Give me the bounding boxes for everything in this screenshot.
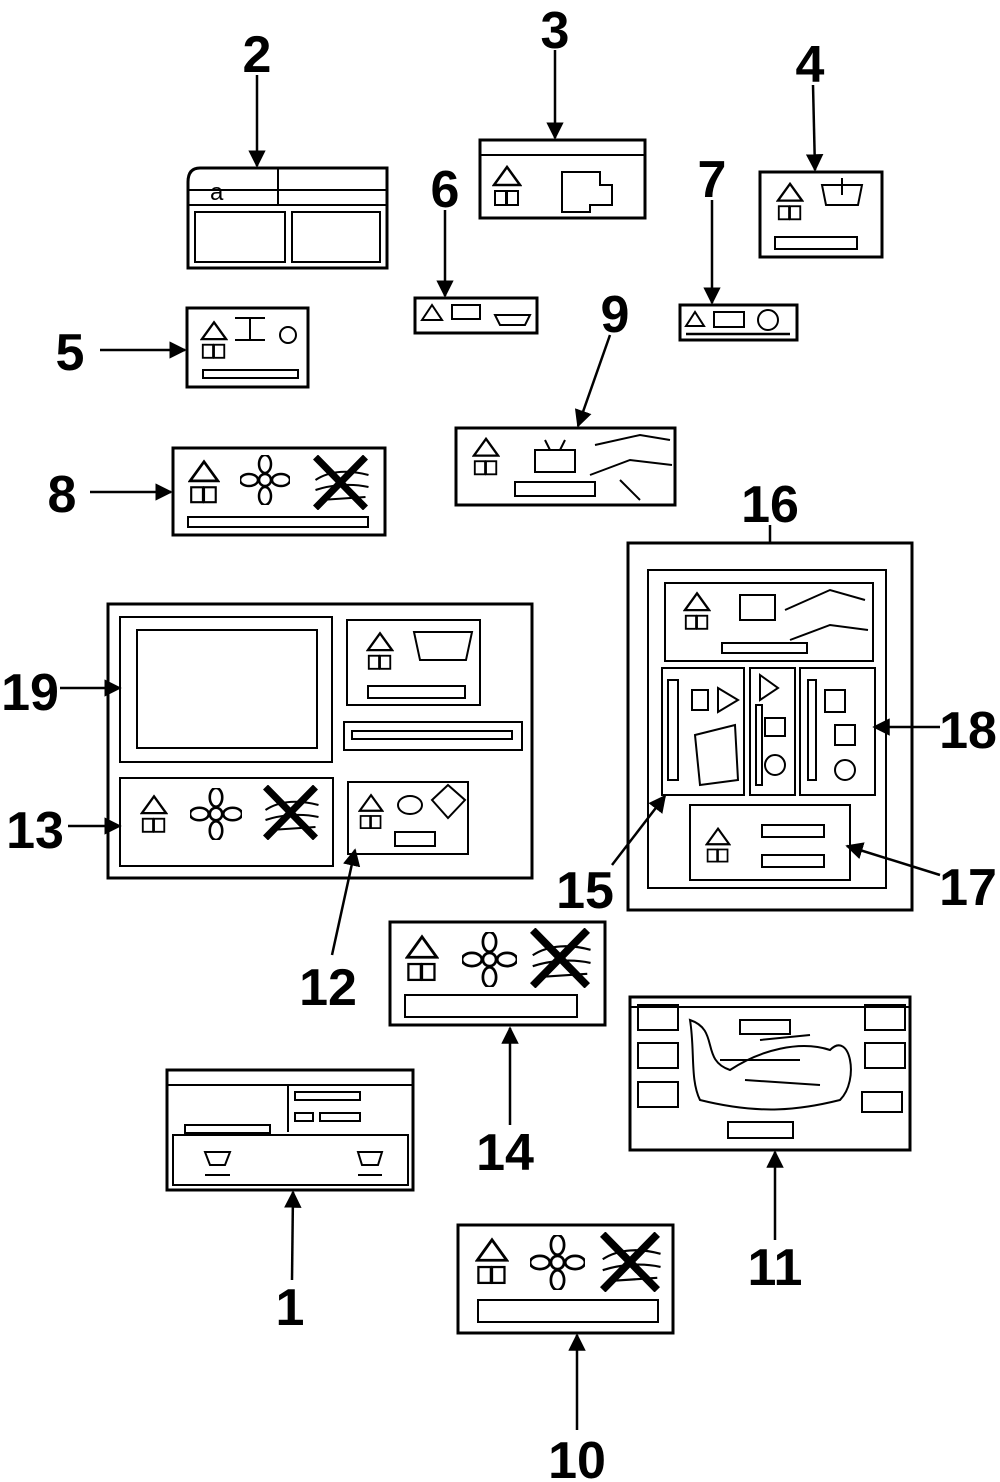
callout-7: 7 bbox=[698, 151, 727, 209]
callout-15: 15 bbox=[556, 862, 614, 920]
callout-12: 12 bbox=[299, 959, 357, 1017]
label-14 bbox=[388, 920, 607, 1027]
leader-lines bbox=[60, 50, 941, 1430]
label-5 bbox=[185, 306, 310, 389]
label-1 bbox=[165, 1068, 415, 1192]
callout-10: 10 bbox=[548, 1432, 606, 1482]
callout-3: 3 bbox=[541, 2, 570, 60]
label-12 bbox=[347, 781, 469, 855]
label-2: a bbox=[186, 166, 389, 270]
callout-13: 13 bbox=[6, 802, 64, 860]
label-7 bbox=[678, 303, 799, 342]
callout-6: 6 bbox=[431, 161, 460, 219]
callout-14: 14 bbox=[476, 1124, 534, 1182]
label-10 bbox=[456, 1223, 675, 1335]
label-9 bbox=[454, 426, 677, 507]
callout-1: 1 bbox=[276, 1279, 305, 1337]
label-3 bbox=[478, 138, 647, 220]
callout-4: 4 bbox=[796, 36, 825, 94]
callout-17: 17 bbox=[939, 859, 997, 917]
label-19 bbox=[106, 602, 534, 880]
label-6 bbox=[413, 296, 539, 335]
callout-16: 16 bbox=[741, 476, 799, 534]
label-15 bbox=[661, 667, 745, 796]
callout-11: 11 bbox=[748, 1239, 803, 1297]
label-16 bbox=[626, 541, 914, 912]
callout-18: 18 bbox=[939, 702, 997, 760]
label-2-glyph: a bbox=[210, 179, 224, 206]
callout-2: 2 bbox=[243, 26, 272, 84]
callout-5: 5 bbox=[56, 324, 85, 382]
label-4 bbox=[758, 170, 884, 259]
label-11 bbox=[628, 995, 912, 1152]
label-8 bbox=[171, 446, 387, 537]
callout-9: 9 bbox=[601, 286, 630, 344]
callout-19: 19 bbox=[1, 664, 59, 722]
callout-8: 8 bbox=[48, 466, 77, 524]
